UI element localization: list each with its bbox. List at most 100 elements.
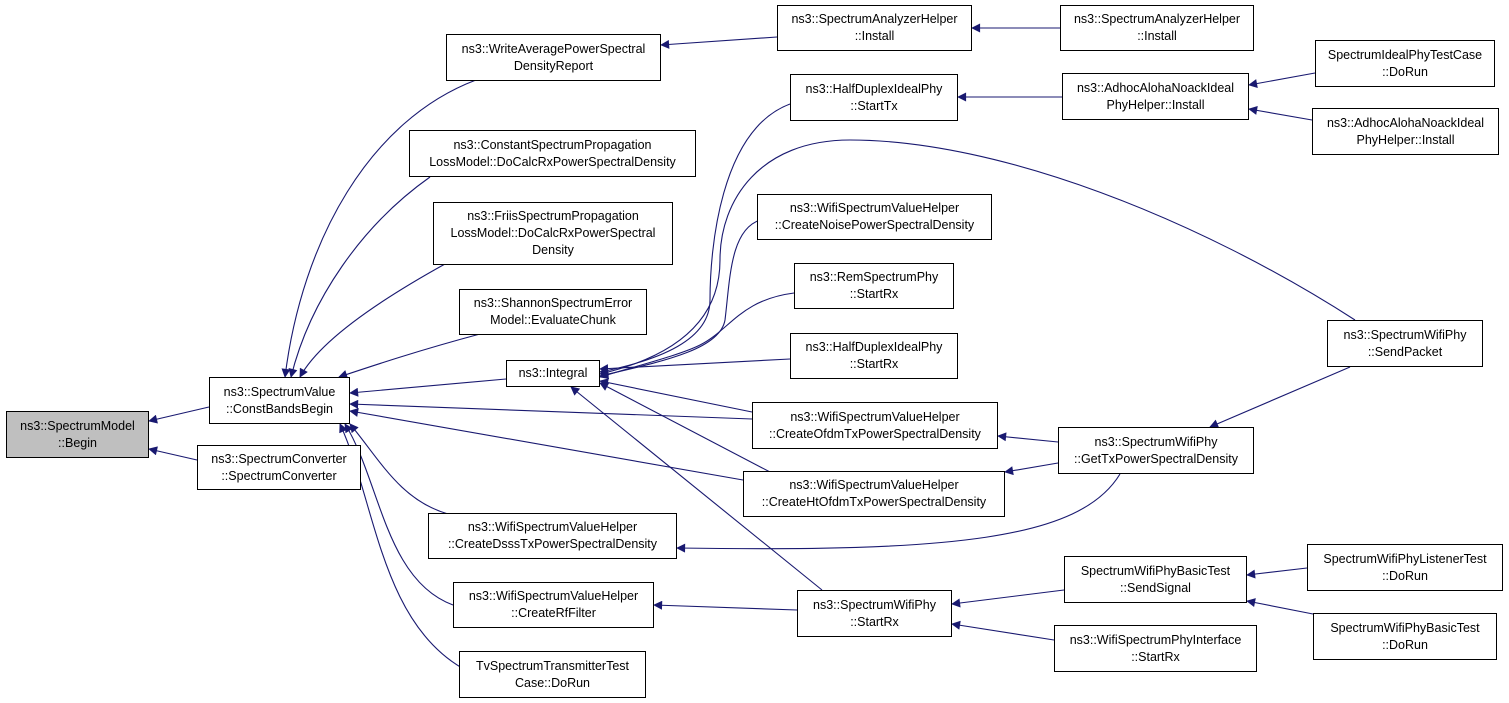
edge-htofdm-to-cbb (349, 407, 744, 481)
node-label: LossModel::DoCalcRxPowerSpectral (450, 226, 656, 240)
edge-sendsig-to-swprx (951, 589, 1065, 608)
node-createrffilter[interactable]: ns3::WifiSpectrumValueHelper ::CreateRfF… (453, 582, 654, 628)
node-integral[interactable]: ns3::Integral (506, 360, 600, 387)
node-label: ::CreateDsssTxPowerSpectralDensity (447, 537, 658, 551)
node-label: LossModel::DoCalcRxPowerSpectralDensity (429, 154, 676, 169)
edge-wspi-to-swprx (951, 620, 1055, 641)
node-label: ::DoRun (1382, 64, 1428, 79)
edge-ofdm-to-integral (599, 378, 753, 413)
node-adhocalohanoackidealphyhelper-install[interactable]: ns3::AdhocAlohaNoackIdeal PhyHelper::Ins… (1062, 73, 1249, 120)
node-label: PhyHelper::Install (1106, 97, 1205, 112)
edge-htofdm-to-integral (599, 382, 771, 473)
node-label: ::GetTxPowerSpectralDensity (1074, 451, 1238, 466)
node-halfduplexidealphy-starttx[interactable]: ns3::HalfDuplexIdealPhy ::StartTx (790, 74, 958, 121)
node-label: ns3::WifiSpectrumValueHelper (468, 589, 639, 603)
node-spectrumwifiphy-sendpacket[interactable]: ns3::SpectrumWifiPhy ::SendPacket (1327, 320, 1483, 367)
node-label: ns3::SpectrumModel (20, 418, 135, 433)
node-spectrumwifiphybasictest-sendsignal[interactable]: SpectrumWifiPhyBasicTest ::SendSignal (1064, 556, 1247, 603)
node-tvspectrumtransmittertestcase[interactable]: TvSpectrumTransmitterTest Case::DoRun (459, 651, 646, 698)
node-label: ::Install (854, 29, 895, 43)
node-spectrumwifiphylistenertest-dorun[interactable]: SpectrumWifiPhyListenerTest ::DoRun (1307, 544, 1503, 591)
node-label: ns3::SpectrumAnalyzerHelper (791, 12, 958, 26)
node-label: TvSpectrumTransmitterTest (475, 658, 630, 673)
node-label: ::DoRun (1382, 568, 1428, 583)
node-spectrumanalyzerhelper-install[interactable]: ns3::SpectrumAnalyzerHelper ::Install (777, 5, 972, 51)
node-label: ns3::SpectrumAnalyzerHelper (1073, 12, 1241, 26)
node-halfduplexidealphy-startrx[interactable]: ns3::HalfDuplexIdealPhy ::StartRx (790, 333, 958, 379)
node-label: ns3::WifiSpectrumValueHelper (789, 201, 960, 215)
node-label: SpectrumWifiPhyBasicTest (1080, 563, 1231, 578)
node-label: ns3::ShannonSpectrumError (473, 296, 633, 310)
node-label: SpectrumWifiPhyListenerTest (1323, 551, 1487, 566)
node-wifispectrumphyinterface-startrx[interactable]: ns3::WifiSpectrumPhyInterface ::StartRx (1054, 625, 1257, 672)
node-label: ns3::HalfDuplexIdealPhy (805, 340, 943, 354)
node-spectrummodel-begin: ns3::SpectrumModel ::Begin (6, 411, 149, 458)
edge-dsss-to-cbb (349, 423, 449, 515)
edge-idealtc-to-aloha (1248, 72, 1316, 88)
edge-listener-to-sendsig (1246, 567, 1308, 579)
edge-aloha2-to-aloha (1248, 105, 1313, 121)
node-label: ::SpectrumConverter (221, 468, 337, 483)
node-label: ::SendSignal (1120, 580, 1191, 595)
edge-sendpkt-to-integral (599, 139, 1356, 377)
node-spectrumvalue-constbandsbegin[interactable]: ns3::SpectrumValue ::ConstBandsBegin (209, 377, 350, 424)
node-label: ns3::AdhocAlohaNoackIdeal (1326, 115, 1485, 130)
edge-sc-to-root (148, 446, 198, 461)
node-constantspectrumpropagationlossmodel[interactable]: ns3::ConstantSpectrumPropagation LossMod… (409, 130, 696, 177)
edge-shannon-to-cbb (338, 333, 481, 379)
node-friisspectrumpropagationlossmodel[interactable]: ns3::FriisSpectrumPropagation LossModel:… (433, 202, 673, 265)
edge-sah-to-wapsd (660, 36, 778, 49)
node-label: SpectrumIdealPhyTestCase (1327, 47, 1483, 62)
node-label: ns3::WifiSpectrumValueHelper (467, 520, 638, 534)
edge-sendpkt-to-gettx (1209, 366, 1351, 428)
node-label: ::Install (1137, 29, 1177, 43)
node-label: ::Begin (58, 435, 97, 450)
node-spectrumanalyzerhelper-install-2[interactable]: ns3::SpectrumAnalyzerHelper ::Install (1060, 5, 1254, 51)
edge-gettx-to-htofdm (1004, 462, 1059, 476)
node-spectrumwifiphy-startrx[interactable]: ns3::SpectrumWifiPhy ::StartRx (797, 590, 952, 637)
node-label: ns3::SpectrumValue (223, 384, 336, 399)
node-shannonspectrumerrormodel[interactable]: ns3::ShannonSpectrumError Model::Evaluat… (459, 289, 647, 335)
edge-swprx-to-integral (570, 386, 823, 591)
node-writeaveragepowerspectraldensityreport[interactable]: ns3::WriteAveragePowerSpectral DensityRe… (446, 34, 661, 81)
edge-hdtx-to-integral (599, 103, 791, 375)
edge-ofdm-to-cbb (349, 399, 753, 420)
node-spectrumconverter[interactable]: ns3::SpectrumConverter ::SpectrumConvert… (197, 445, 361, 490)
node-label: ns3::ConstantSpectrumPropagation (453, 137, 652, 152)
edge-gettx-to-dsss (676, 473, 1121, 553)
edge-basictest-to-sendsig (1246, 598, 1314, 615)
edge-cspl-to-cbb (288, 176, 431, 378)
node-remspectrumphy-startrx[interactable]: ns3::RemSpectrumPhy ::StartRx (794, 263, 954, 309)
node-label: ns3::WifiSpectrumValueHelper (790, 409, 960, 424)
edge-noise-to-integral (599, 219, 761, 379)
node-label: ::StartRx (849, 287, 899, 301)
node-spectrumwifiphy-gettxpowerspectraldensity[interactable]: ns3::SpectrumWifiPhy ::GetTxPowerSpectra… (1058, 427, 1254, 474)
node-createhtofdmtxpowerspectraldensity[interactable]: ns3::WifiSpectrumValueHelper ::CreateHtO… (743, 471, 1005, 517)
node-label: ::StartTx (850, 98, 898, 113)
node-adhocalohanoackidealphyhelper-install-2[interactable]: ns3::AdhocAlohaNoackIdeal PhyHelper::Ins… (1312, 108, 1499, 155)
node-label: ns3::RemSpectrumPhy (809, 270, 939, 284)
edge-integral-to-cbb (349, 378, 507, 397)
node-label: ns3::FriisSpectrumPropagation (467, 209, 639, 223)
edge-gettx-to-ofdm (997, 432, 1059, 443)
node-spectrumidealphytestcase-dorun[interactable]: SpectrumIdealPhyTestCase ::DoRun (1315, 40, 1495, 87)
node-label: DensityReport (513, 58, 594, 73)
node-label: ::StartRx (849, 357, 899, 371)
node-spectrumwifiphybasictest-dorun[interactable]: SpectrumWifiPhyBasicTest ::DoRun (1313, 613, 1497, 660)
node-label: ::CreateRfFilter (511, 606, 596, 620)
node-label: ::DoRun (1382, 637, 1428, 652)
node-createofdmtxpowerspectraldensity[interactable]: ns3::WifiSpectrumValueHelper ::CreateOfd… (752, 402, 998, 449)
node-label: Case::DoRun (514, 675, 591, 690)
node-label: Model::EvaluateChunk (490, 313, 616, 327)
edge-cbb-to-root (148, 406, 210, 424)
node-label: ns3::SpectrumWifiPhy (1094, 434, 1218, 449)
node-label: ::CreateOfdmTxPowerSpectralDensity (769, 426, 981, 441)
node-createdssstxpowerspectraldensity[interactable]: ns3::WifiSpectrumValueHelper ::CreateDss… (428, 513, 677, 559)
node-label: ::StartRx (850, 614, 899, 629)
node-label: PhyHelper::Install (1356, 132, 1455, 147)
node-label: ::CreateHtOfdmTxPowerSpectralDensity (761, 495, 987, 509)
edge-swprx-to-rff (653, 600, 798, 611)
node-label: ns3::SpectrumWifiPhy (813, 597, 936, 612)
node-createnoisepowerspectraldensity[interactable]: ns3::WifiSpectrumValueHelper ::CreateNoi… (757, 194, 992, 240)
